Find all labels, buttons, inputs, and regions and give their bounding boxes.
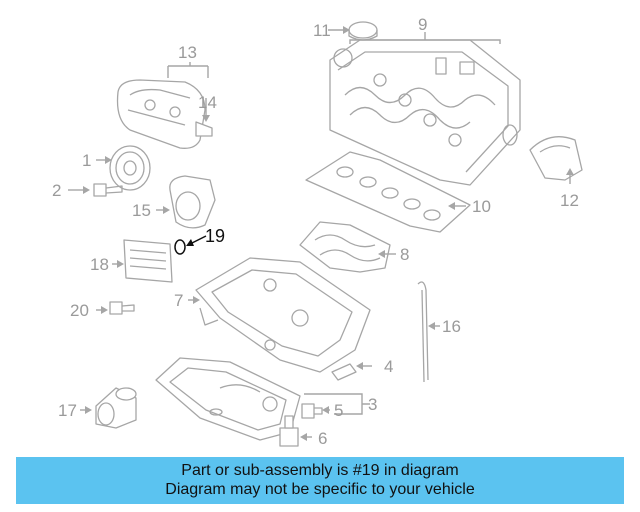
- label-1: 1: [82, 151, 91, 170]
- part-8-intake-manifold: [299, 221, 396, 273]
- part-4-sensor: [331, 362, 372, 381]
- part-6-oil-level-sensor: [279, 415, 312, 447]
- label-3-bracket: [304, 393, 370, 415]
- part-7-upper-oil-pan: [188, 257, 371, 373]
- banner-line-2: Diagram may not be specific to your vehi…: [165, 481, 475, 498]
- part-10-gasket: [305, 151, 471, 233]
- label-20: 20: [70, 301, 89, 320]
- label-13: 13: [178, 43, 197, 62]
- part-16-dipstick: [417, 281, 440, 383]
- part-11-filler-cap: [328, 21, 378, 41]
- label-16: 16: [442, 317, 461, 336]
- part-20-bolt: [96, 301, 135, 315]
- label-9: 9: [418, 15, 427, 34]
- label-8: 8: [400, 245, 409, 264]
- label-14: 14: [198, 93, 217, 112]
- label-3: 3: [368, 395, 377, 414]
- label-10: 10: [472, 197, 491, 216]
- part-9-cylinder-head: [329, 39, 521, 186]
- label-6: 6: [318, 429, 327, 448]
- label-12: 12: [560, 191, 579, 210]
- part-1-pulley: [96, 145, 151, 191]
- label-13-bracket: [167, 62, 209, 78]
- label-9-bracket: [349, 32, 501, 44]
- part-15-seal-housing: [156, 175, 216, 229]
- label-2: 2: [52, 181, 61, 200]
- part-17-oil-filter: [80, 387, 137, 429]
- part-19-o-ring: [174, 235, 207, 255]
- label-5: 5: [334, 401, 343, 420]
- label-4: 4: [384, 357, 393, 376]
- label-18: 18: [90, 255, 109, 274]
- part-14-clip: [195, 98, 213, 137]
- label-17: 17: [58, 401, 77, 420]
- part-5-drain-plug: [301, 403, 330, 419]
- parts-diagram: 9 11 13 14 1 2: [52, 15, 583, 448]
- info-banner: Part or sub-assembly is #19 in diagram D…: [16, 457, 624, 504]
- part-18-oil-cooler: [112, 239, 173, 283]
- label-7: 7: [174, 291, 183, 310]
- label-19: 19: [205, 226, 225, 246]
- part-12-cover: [529, 136, 583, 184]
- label-15: 15: [132, 201, 151, 220]
- part-2-bolt: [68, 183, 123, 197]
- part-13-timing-cover: [116, 79, 206, 149]
- label-11: 11: [313, 21, 331, 40]
- banner-line-1: Part or sub-assembly is #19 in diagram: [181, 462, 459, 479]
- part-3-lower-oil-pan: [155, 357, 301, 441]
